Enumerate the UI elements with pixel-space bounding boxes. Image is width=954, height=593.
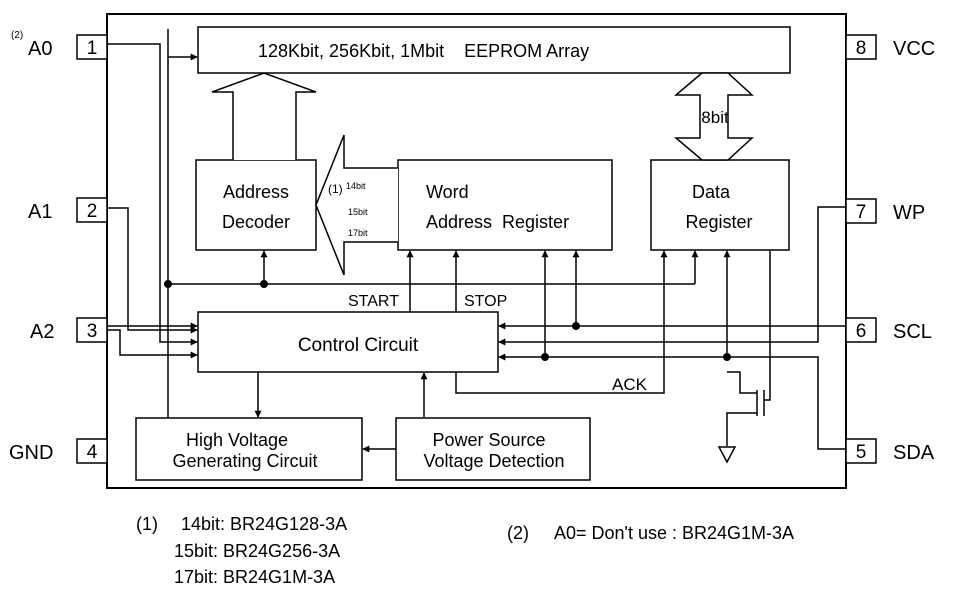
svg-text:15bit: 15bit bbox=[348, 207, 368, 217]
pin-number: 7 bbox=[856, 202, 867, 223]
footnote-1-line-3: 17bit: BR24G1M-3A bbox=[174, 567, 336, 587]
footnote-1-line-2: 15bit: BR24G256-3A bbox=[174, 541, 341, 561]
svg-text:Address Register: Address Register bbox=[426, 212, 569, 232]
pin-label: A0 bbox=[28, 38, 52, 60]
pin-label: A2 bbox=[30, 321, 54, 343]
ground-symbol bbox=[717, 446, 737, 464]
pin-a2: 3 A2 bbox=[30, 317, 108, 343]
pin-label: WP bbox=[893, 202, 925, 224]
footnote-1-line-1: 14bit: BR24G128-3A bbox=[181, 514, 348, 534]
address-decoder-block: Address Decoder bbox=[195, 159, 317, 251]
control-circuit-block: Control Circuit bbox=[197, 311, 499, 373]
pin-note-marker: (2) bbox=[11, 30, 23, 41]
ic-package-outline bbox=[106, 13, 847, 489]
svg-text:17bit: 17bit bbox=[348, 228, 368, 238]
svg-text:Register: Register bbox=[685, 212, 752, 232]
pin-number: 6 bbox=[856, 321, 867, 342]
svg-text:High Voltage: High Voltage bbox=[186, 430, 288, 450]
pin-a1: 2 A1 bbox=[28, 197, 108, 223]
pin-label: SCL bbox=[893, 321, 932, 343]
pin-number: 4 bbox=[87, 442, 98, 463]
pin-a0: 1 (2) A0 bbox=[11, 30, 108, 60]
high-voltage-block: High Voltage Generating Circuit bbox=[135, 417, 363, 481]
decoder-to-array-arrow bbox=[211, 72, 317, 160]
svg-text:Generating Circuit: Generating Circuit bbox=[172, 451, 317, 471]
power-source-block: Power Source Voltage Detection bbox=[395, 417, 591, 481]
word-address-register-block: Word Address Register bbox=[397, 159, 613, 251]
pin-number: 3 bbox=[87, 321, 98, 342]
pin-sda: 5 SDA bbox=[845, 438, 935, 464]
ack-label: ACK bbox=[612, 375, 648, 394]
start-label: START bbox=[348, 293, 399, 310]
signal-wires bbox=[107, 29, 846, 453]
svg-text:Data: Data bbox=[692, 182, 731, 202]
pin-scl: 6 SCL bbox=[845, 317, 932, 343]
address-bus-arrow: (1) 14bit 15bit 17bit bbox=[315, 134, 398, 276]
footnote-2-text: A0= Don't use : BR24G1M-3A bbox=[554, 523, 795, 543]
footnote-2-marker: (2) bbox=[507, 523, 529, 543]
pin-label: GND bbox=[9, 442, 53, 464]
svg-text:14bit: 14bit bbox=[346, 181, 366, 191]
svg-text:(1): (1) bbox=[328, 182, 343, 196]
pin-vcc: 8 VCC bbox=[845, 34, 935, 60]
svg-text:Voltage Detection: Voltage Detection bbox=[423, 451, 564, 471]
pin-label: A1 bbox=[28, 201, 52, 223]
footnote-1-marker: (1) bbox=[136, 514, 158, 534]
pin-wp: 7 WP bbox=[845, 198, 925, 224]
pin-number: 8 bbox=[856, 38, 867, 59]
svg-text:Address: Address bbox=[223, 182, 289, 202]
stop-label: STOP bbox=[464, 293, 507, 310]
pin-gnd: 4 GND bbox=[9, 438, 108, 464]
data-register-block: Data Register bbox=[650, 159, 790, 251]
pin-number: 1 bbox=[87, 38, 98, 59]
junction-dots bbox=[164, 280, 731, 361]
svg-text:Decoder: Decoder bbox=[222, 212, 290, 232]
data-bus-8bit-arrow: 8bit bbox=[673, 72, 754, 161]
pin-label: VCC bbox=[893, 38, 935, 60]
pin-number: 5 bbox=[856, 442, 867, 463]
bus-width-label: 8bit bbox=[701, 108, 729, 127]
pin-label: SDA bbox=[893, 442, 935, 464]
pin-number: 2 bbox=[87, 201, 98, 222]
svg-text:128Kbit, 256Kbit, 1Mbit EEP: 128Kbit, 256Kbit, 1Mbit EEPROM Array bbox=[258, 41, 589, 61]
svg-text:Word: Word bbox=[426, 182, 469, 202]
svg-text:Power Source: Power Source bbox=[432, 430, 545, 450]
svg-text:Control Circuit: Control Circuit bbox=[298, 335, 419, 356]
eeprom-array-block: 128Kbit, 256Kbit, 1Mbit EEPROM Array bbox=[197, 26, 791, 74]
